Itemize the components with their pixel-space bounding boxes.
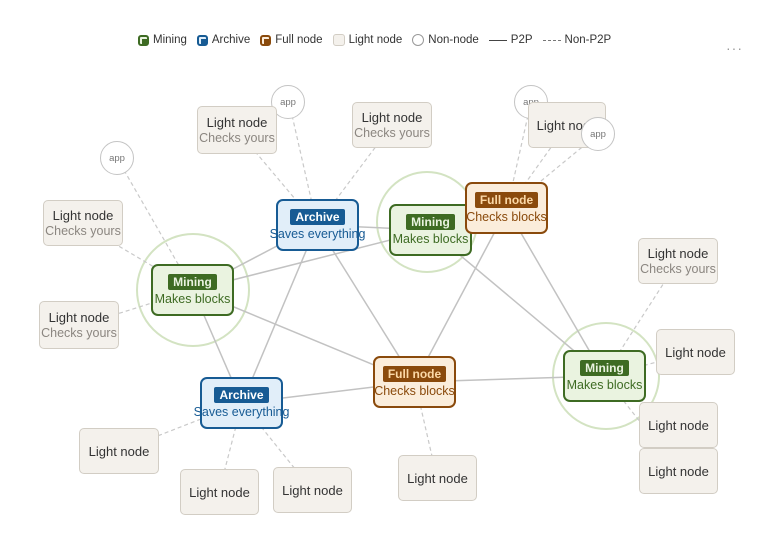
non-node-swatch bbox=[412, 34, 425, 46]
full-node[interactable]: Full node Checks blocks bbox=[373, 356, 456, 408]
legend-item-mining: Mining bbox=[138, 34, 187, 46]
light-node-title: Light node bbox=[648, 417, 709, 433]
legend-item-p2p: P2P bbox=[488, 34, 533, 46]
mining-caption: Makes blocks bbox=[154, 292, 231, 306]
legend-item-non-p2p: Non-P2P bbox=[542, 34, 612, 46]
light-node[interactable]: Light node Checks yours bbox=[197, 106, 277, 154]
p2p-edge bbox=[414, 208, 508, 383]
more-options-button[interactable]: ··· bbox=[726, 40, 743, 56]
light-node-subtitle: Checks yours bbox=[640, 262, 716, 276]
mining-badge: Mining bbox=[406, 214, 455, 230]
light-node-subtitle: Checks yours bbox=[199, 131, 275, 145]
legend-label: Light node bbox=[348, 34, 403, 46]
p2p-edge bbox=[316, 224, 416, 383]
legend-label: P2P bbox=[510, 34, 533, 46]
light-node[interactable]: Light node bbox=[180, 469, 259, 515]
legend: Mining Archive Full node Light node Non-… bbox=[138, 34, 611, 46]
mining-badge: Mining bbox=[580, 360, 629, 376]
light-node-title: Light node bbox=[647, 246, 709, 261]
full-node-swatch bbox=[260, 34, 272, 46]
legend-item-non-node: Non-node bbox=[412, 34, 479, 46]
p2p-edge bbox=[506, 208, 605, 377]
light-node[interactable]: Light node bbox=[79, 428, 159, 474]
archive-badge: Archive bbox=[214, 387, 269, 403]
legend-item-light-node: Light node bbox=[332, 34, 403, 46]
full-node-badge: Full node bbox=[474, 192, 539, 208]
app-node[interactable]: app bbox=[581, 117, 615, 151]
full-node-badge: Full node bbox=[382, 366, 447, 382]
mining-node[interactable]: Mining Makes blocks bbox=[389, 204, 472, 256]
light-node-title: Light node bbox=[88, 443, 150, 459]
light-node-title: Light node bbox=[52, 208, 114, 223]
p2p-edge bbox=[241, 224, 318, 404]
light-node-swatch bbox=[332, 34, 345, 46]
p2p-line-swatch bbox=[488, 39, 507, 41]
light-node-title: Light node bbox=[282, 482, 343, 498]
legend-item-full-node: Full node bbox=[260, 34, 323, 46]
legend-label: Archive bbox=[211, 34, 251, 46]
mining-caption: Makes blocks bbox=[566, 378, 643, 392]
light-node[interactable]: Light node Checks yours bbox=[39, 301, 119, 349]
light-node-title: Light node bbox=[361, 110, 423, 125]
archive-caption: Saves everything bbox=[269, 227, 366, 241]
archive-badge: Archive bbox=[290, 209, 345, 225]
light-node-title: Light node bbox=[189, 484, 250, 500]
light-node-title: Light node bbox=[648, 463, 709, 479]
light-node[interactable]: Light node bbox=[639, 402, 718, 448]
light-node-title: Light node bbox=[665, 344, 726, 360]
mining-badge: Mining bbox=[168, 274, 217, 290]
light-node[interactable]: Light node Checks yours bbox=[43, 200, 123, 246]
mining-node[interactable]: Mining Makes blocks bbox=[151, 264, 234, 316]
mining-swatch bbox=[138, 34, 149, 46]
mining-range-halo bbox=[552, 322, 660, 430]
mining-caption: Makes blocks bbox=[392, 232, 469, 246]
light-node[interactable]: Light node bbox=[639, 448, 718, 494]
light-node-title: Light node bbox=[48, 310, 110, 325]
mining-node[interactable]: Mining Makes blocks bbox=[563, 350, 646, 402]
light-node[interactable]: Light node Checks yours bbox=[352, 102, 432, 148]
archive-swatch bbox=[196, 34, 208, 46]
light-node-title: Light node bbox=[407, 470, 468, 486]
light-node[interactable]: Light node bbox=[656, 329, 735, 375]
legend-label: Non-P2P bbox=[564, 34, 612, 46]
legend-item-archive: Archive bbox=[196, 34, 251, 46]
legend-label: Mining bbox=[153, 34, 187, 46]
mining-range-halo bbox=[136, 233, 250, 347]
light-node-subtitle: Checks yours bbox=[354, 126, 430, 140]
light-node-subtitle: Checks yours bbox=[45, 224, 121, 238]
app-node[interactable]: app bbox=[100, 141, 134, 175]
archive-caption: Saves everything bbox=[193, 405, 290, 419]
light-node-subtitle: Checks yours bbox=[41, 326, 117, 340]
archive-node[interactable]: Archive Saves everything bbox=[270, 199, 365, 251]
light-node[interactable]: Light node bbox=[398, 455, 477, 501]
full-node-caption: Checks blocks bbox=[466, 210, 547, 224]
archive-node[interactable]: Archive Saves everything bbox=[194, 377, 289, 429]
full-node-caption: Checks blocks bbox=[374, 384, 455, 398]
legend-label: Full node bbox=[275, 34, 323, 46]
light-node[interactable]: Light node Checks yours bbox=[638, 238, 718, 284]
non-p2p-line-swatch bbox=[542, 39, 561, 41]
light-node[interactable]: Light node bbox=[273, 467, 352, 513]
full-node[interactable]: Full node Checks blocks bbox=[465, 182, 548, 234]
light-node-title: Light node bbox=[206, 115, 268, 130]
legend-label: Non-node bbox=[428, 34, 479, 46]
